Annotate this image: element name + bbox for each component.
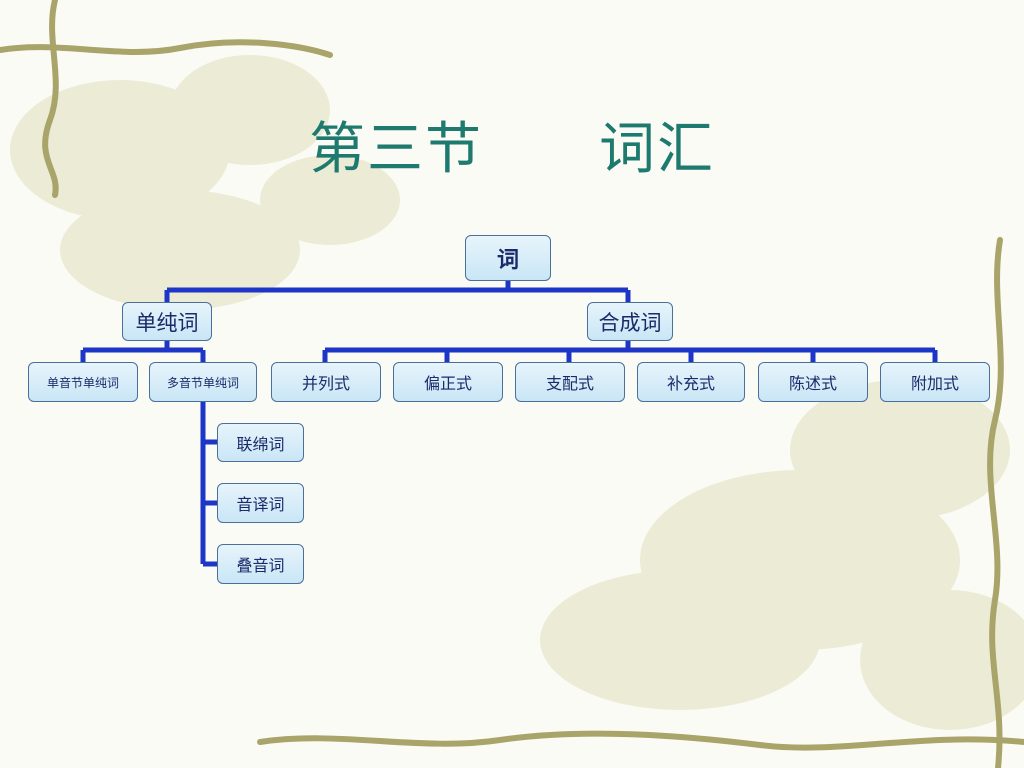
tree-node-compound-word: 合成词 — [587, 302, 673, 341]
tree-node-polysyllabic-type: 联绵词 — [217, 423, 304, 462]
flower-watermark-icon — [10, 55, 1024, 730]
tree-node-monosyllabic: 单音节单纯词 — [28, 362, 138, 402]
tree-node-compound-type: 附加式 — [880, 362, 990, 402]
tree-node-compound-type: 陈述式 — [758, 362, 868, 402]
tree-node-compound-type: 支配式 — [515, 362, 625, 402]
tree-node-simple-word: 单纯词 — [122, 302, 212, 341]
page-title: 第三节 词汇 — [309, 117, 715, 182]
tree-node-root: 词 — [465, 235, 551, 281]
tree-node-polysyllabic: 多音节单纯词 — [149, 362, 257, 402]
tree-node-polysyllabic-type: 叠音词 — [217, 544, 304, 584]
tree-node-compound-type: 偏正式 — [393, 362, 503, 402]
tree-node-compound-type: 补充式 — [637, 362, 745, 402]
tree-node-polysyllabic-type: 音译词 — [217, 483, 304, 523]
tree-node-compound-type: 并列式 — [271, 362, 381, 402]
